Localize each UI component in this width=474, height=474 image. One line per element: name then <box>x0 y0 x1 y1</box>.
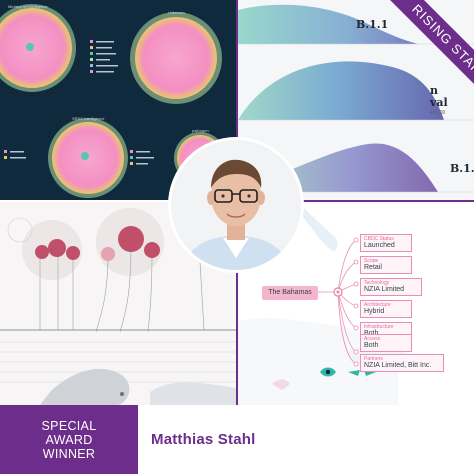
ridge-area <box>238 61 444 120</box>
tree-map-chart <box>238 202 418 405</box>
tree-node-technology: Technology NZIA Limited <box>360 278 422 296</box>
accent-divider <box>238 200 474 202</box>
ridge-count: 440,00 <box>430 110 446 116</box>
award-line: AWARD <box>45 432 93 447</box>
bubble-timeline-chart <box>0 208 236 405</box>
bubble <box>144 242 160 258</box>
ridge-label: n <box>430 84 438 97</box>
tree-node-cbdc-status: CBDC Status Launched <box>360 234 412 252</box>
network-cluster <box>48 118 128 198</box>
ridge-area <box>238 4 418 44</box>
tree-node-scope: Scope Retail <box>360 256 412 274</box>
network-cluster <box>0 4 76 92</box>
network-title: Unknown <box>168 10 185 15</box>
world-map-outline <box>40 368 130 405</box>
tree-node-architecture: Architecture Hybrid <box>360 300 412 318</box>
map-landmass <box>298 202 338 252</box>
cbdc-tree-map-tile: CBDC Status Launched Scope Retail Techno… <box>238 202 474 405</box>
network-cluster <box>130 12 222 104</box>
tree-root-label: The Bahamas <box>262 286 318 300</box>
award-line: SPECIAL <box>41 418 97 433</box>
portrait-illustration <box>171 140 301 270</box>
bubble <box>66 246 80 260</box>
ridge-label: val <box>430 96 448 109</box>
bubble <box>101 247 115 261</box>
bubble <box>48 239 66 257</box>
network-visualization-tile: Ministry of Intelligence Unknown SRSC In… <box>0 0 236 200</box>
award-banner: SPECIAL AWARD WINNER <box>0 405 138 474</box>
network-title: Ministry of Intelligence <box>8 4 48 9</box>
winner-name-panel: Matthias Stahl <box>138 405 474 474</box>
winner-name: Matthias Stahl <box>151 431 256 448</box>
network-title: pathogen <box>192 128 209 133</box>
award-line: WINNER <box>42 446 96 461</box>
ridge-label: B.1.1 <box>356 18 389 31</box>
network-title: SRSC Intelligence <box>72 116 105 121</box>
ridge-label: B.1. <box>450 162 474 175</box>
network-legend <box>4 40 154 165</box>
winner-portrait <box>168 137 304 273</box>
tree-node-partners: Partners NZIA Limited, Bitt Inc. <box>360 354 444 372</box>
bubble <box>118 226 144 252</box>
tree-node-access: Access Both <box>360 334 412 352</box>
bubble <box>35 245 49 259</box>
